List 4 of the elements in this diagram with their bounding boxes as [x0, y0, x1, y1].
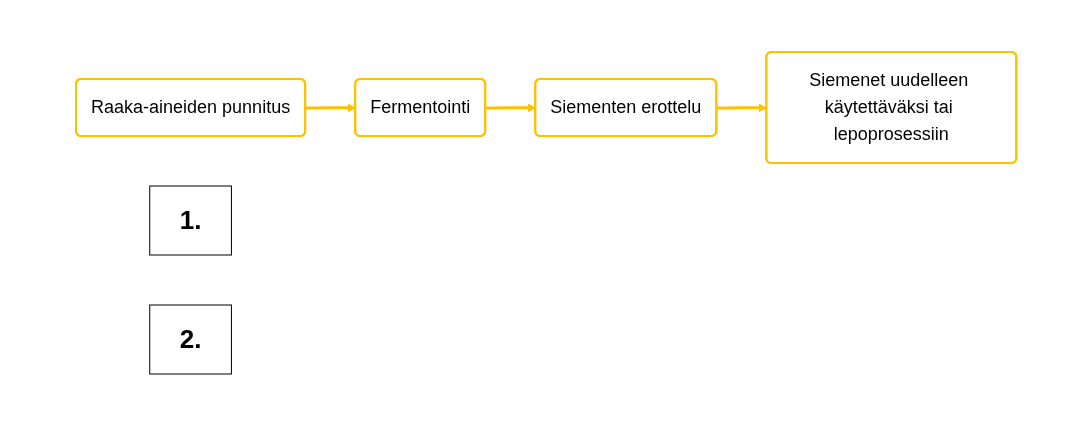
- node-box: 2.: [149, 304, 232, 374]
- arrow: [485, 102, 536, 112]
- node-box: 1.: [149, 185, 232, 255]
- arrow: [305, 102, 356, 112]
